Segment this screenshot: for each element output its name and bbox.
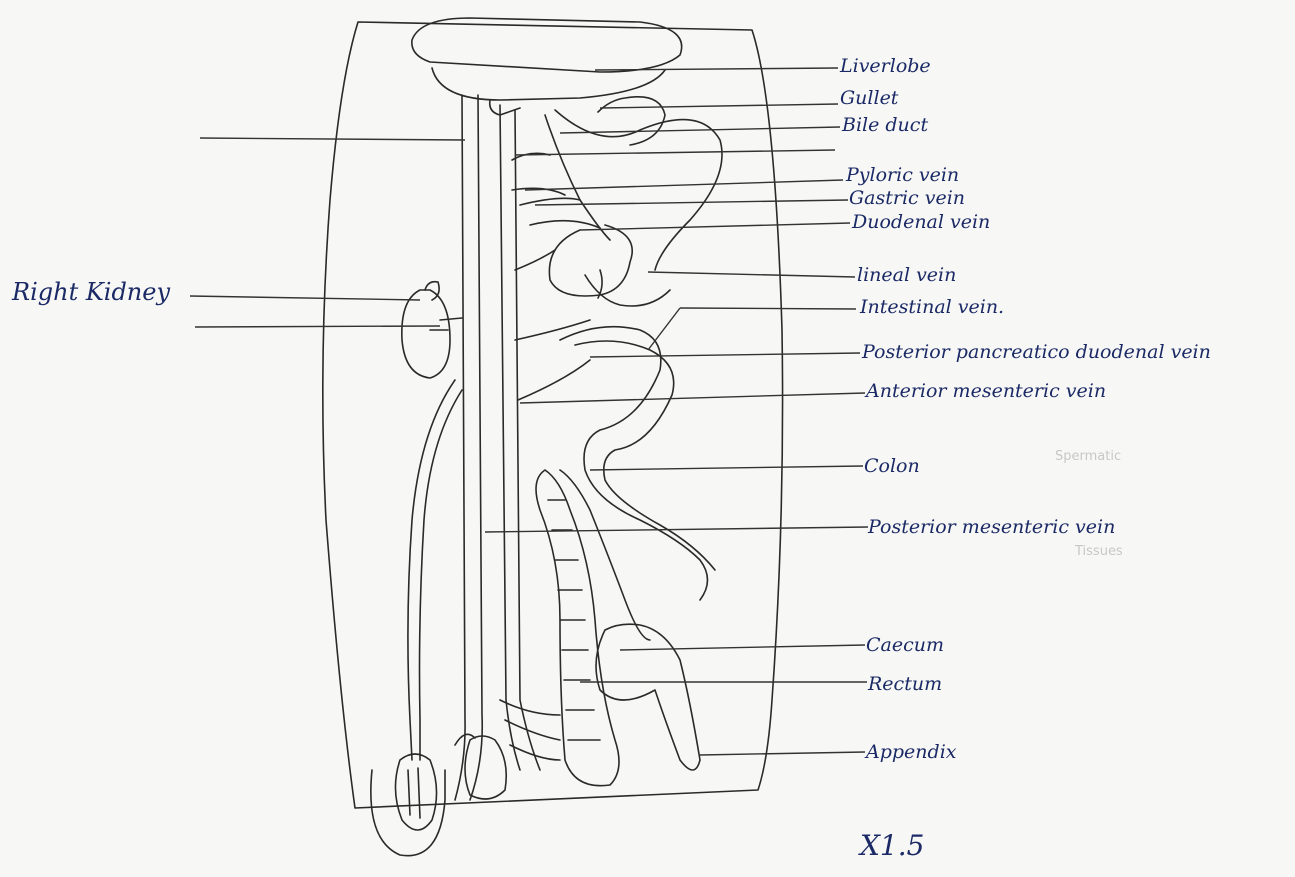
label-bile-duct: Bile duct <box>841 114 928 136</box>
label-duodenal-vein: Duodenal vein <box>851 211 990 233</box>
label-rectum: Rectum <box>867 673 942 695</box>
scale-note: X1.5 <box>858 829 924 862</box>
label-right-kidney: Right Kidney <box>11 278 170 306</box>
label-gastric-vein: Gastric vein <box>849 187 965 209</box>
stomach <box>520 97 722 270</box>
label-colon: Colon <box>864 455 920 477</box>
label-posterior-pancreatico-duodenal-vein: Posterior pancreatico duodenal vein <box>861 341 1211 363</box>
branch-veins <box>512 153 715 600</box>
testis <box>395 754 436 830</box>
body-outline <box>323 22 783 856</box>
label-intestinal-vein: Intestinal vein. <box>859 296 1004 318</box>
label-caecum: Caecum <box>866 634 944 656</box>
right-kidney <box>402 282 462 378</box>
ureter <box>408 380 462 760</box>
label-gullet: Gullet <box>840 87 899 109</box>
label-appendix: Appendix <box>864 741 957 763</box>
label-anterior-mesenteric-vein: Anterior mesenteric vein <box>864 380 1106 402</box>
label-posterior-mesenteric-vein: Posterior mesenteric vein <box>867 516 1115 538</box>
bleed-through-text: Spermatic Tissues <box>1055 449 1123 559</box>
right-leader-lines <box>485 68 868 755</box>
bleed-text-1: Spermatic <box>1055 449 1121 464</box>
rectum <box>500 700 560 760</box>
duodenum <box>549 225 632 298</box>
caecum <box>596 624 700 770</box>
label-text-group: Liverlobe Gullet Bile duct Pyloric vein … <box>11 55 1211 862</box>
label-liverlobe: Liverlobe <box>839 55 931 77</box>
bleed-text-2: Tissues <box>1074 544 1123 559</box>
label-pyloric-vein: Pyloric vein <box>845 164 959 186</box>
label-lineal-vein: lineal vein <box>857 264 956 286</box>
liver-lobes <box>412 18 682 115</box>
main-vessels <box>455 95 540 800</box>
